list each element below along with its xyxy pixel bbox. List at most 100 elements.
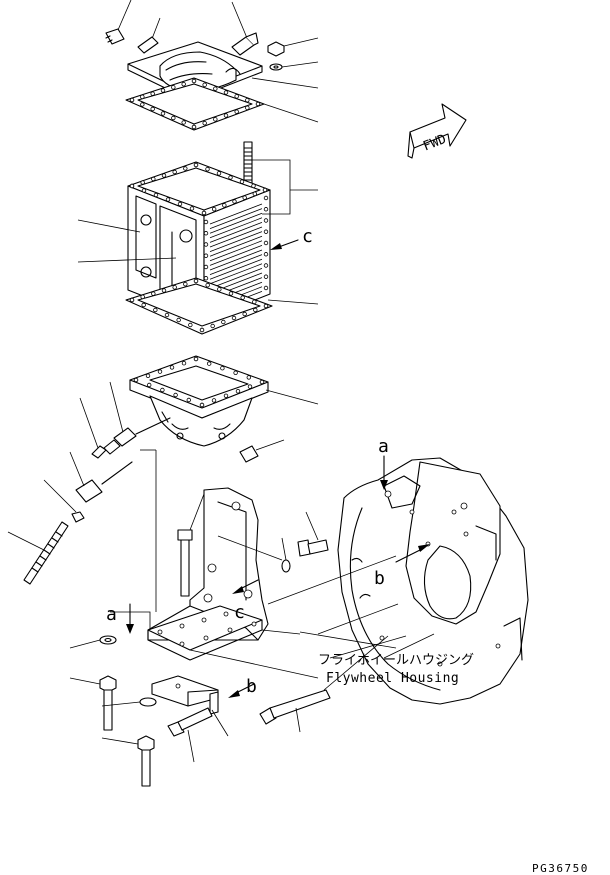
bolt-hole (216, 171, 222, 176)
bolt-hole (140, 94, 145, 100)
bolt-hole (161, 173, 167, 178)
bolt-hole (146, 382, 152, 388)
bolt-hole (246, 375, 251, 380)
cooling-fin (209, 217, 263, 239)
bolt-hole (263, 285, 269, 291)
bolt-hole (263, 218, 269, 223)
bolt-hole (171, 115, 176, 121)
bolt-hole (253, 307, 258, 313)
bolt-hole (242, 195, 247, 200)
bolt-hole (247, 384, 253, 389)
bolt-hole (181, 81, 186, 87)
bolt-hole (191, 124, 197, 130)
bolt-hole (129, 97, 135, 103)
bolt-hole (221, 319, 226, 325)
housing-label-en: Flywheel Housing (326, 671, 459, 686)
bolt-hole (193, 278, 199, 284)
bolt-hole (141, 188, 147, 193)
bolt-hole (129, 183, 135, 189)
bolt-hole (203, 264, 209, 270)
ref-label-a-right: a (378, 436, 389, 457)
cooling-fin (209, 212, 263, 234)
bolt-hole (140, 180, 145, 185)
cooling-fin (209, 231, 263, 252)
cooling-fin (209, 240, 263, 262)
bolt-hole (150, 106, 155, 112)
bolt-hole (228, 291, 234, 296)
bolt-hole (160, 387, 165, 393)
bolt-hole (252, 299, 257, 305)
top-cover (105, 0, 319, 131)
bolt-hole (239, 179, 245, 184)
bolt-hole (245, 105, 250, 111)
bolt-hole (161, 288, 167, 293)
bolt-hole (133, 377, 139, 383)
bolt-hole (203, 219, 209, 225)
bolt-hole (172, 169, 177, 175)
bolt-hole (263, 303, 269, 309)
bolt-hole (217, 287, 222, 292)
bolt-hole (251, 183, 256, 189)
bracket: c a (106, 487, 319, 679)
cooling-fin (209, 258, 263, 280)
cooling-fin (209, 226, 263, 248)
bolt-hole (245, 97, 250, 103)
flywheel-housing: a b (267, 436, 529, 705)
bolt-hole (203, 242, 209, 247)
bolt-hole (263, 252, 269, 257)
bolt-hole (223, 113, 229, 118)
bolt-hole (140, 294, 145, 300)
bolt-hole (211, 398, 217, 403)
bolt-hole (232, 199, 237, 204)
cooling-fin (209, 254, 263, 275)
cooling-fin (209, 208, 263, 229)
bolt-hole (186, 397, 191, 403)
bolt-hole (189, 206, 195, 211)
bolt-hole (201, 210, 207, 216)
bolt-hole (171, 85, 176, 90)
bolt-hole (262, 187, 268, 193)
bolt-hole (145, 373, 151, 378)
bolt-hole (223, 393, 229, 398)
cooling-fin (209, 263, 263, 285)
cooling-fin (209, 222, 263, 243)
bolt-hole (202, 120, 207, 126)
bolt-hole (252, 191, 258, 197)
bolt-hole (211, 206, 217, 212)
bolt-hole (157, 369, 163, 374)
bolt-hole (263, 229, 269, 234)
bolt-hole (235, 389, 241, 394)
ref-label-b-right: b (374, 568, 385, 589)
bolt-hole (203, 253, 209, 258)
bolt-hole (165, 197, 171, 202)
bolt-hole (160, 111, 166, 116)
bolt-hole (263, 263, 269, 268)
cooling-fin (209, 245, 263, 266)
cooling-fin (209, 249, 263, 271)
ref-label-c-lower: c (234, 602, 245, 623)
bolt-hole (231, 315, 237, 321)
bolt-hole (234, 109, 239, 114)
bolt-hole (129, 297, 135, 303)
bolt-hole (205, 166, 210, 172)
cooling-fin (209, 235, 263, 257)
bolt-hole (188, 322, 193, 328)
bolt-hole (259, 379, 265, 385)
bolt-hole (202, 82, 207, 88)
bolt-hole (223, 90, 229, 95)
bolt-hole (205, 282, 210, 288)
cooling-fin (209, 203, 263, 225)
bolt-hole (141, 302, 146, 308)
bolt-hole (263, 195, 269, 201)
bolt-hole (151, 176, 156, 182)
bolt-hole (213, 117, 218, 122)
bolt-hole (233, 370, 238, 375)
cooling-fin (209, 268, 263, 289)
bolt-hole (181, 120, 186, 125)
bolt-hole (151, 291, 156, 296)
bolt-hole (199, 402, 205, 408)
core-assembly: c (77, 141, 319, 335)
bolt-hole (240, 295, 245, 300)
bolt-hole (177, 201, 183, 207)
